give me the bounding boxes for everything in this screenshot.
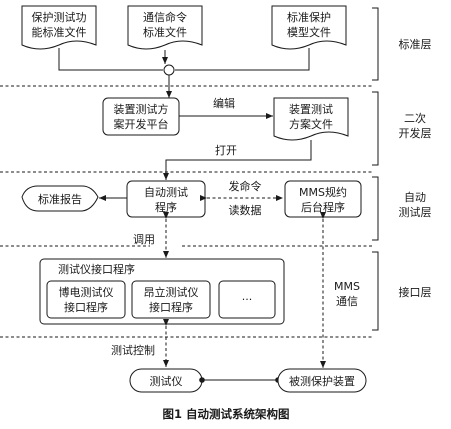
doc-protection-model-standard: 标准保护 模型文件 xyxy=(271,5,347,50)
layer-secondary-line1: 二次 xyxy=(404,111,426,125)
mms-comm-line1: MMS xyxy=(334,280,360,293)
plan-file-line1: 装置测试 xyxy=(289,103,333,116)
std-report-label: 标准报告 xyxy=(38,192,82,206)
doc-protection-standard: 保护测试功 能标准文件 xyxy=(21,5,97,50)
edge-call-label: 调用 xyxy=(133,233,155,246)
angli-line1: 昂立测试仪 xyxy=(144,285,199,299)
node-more-interfaces: ··· xyxy=(218,280,276,319)
bochen-line2: 接口程序 xyxy=(64,300,108,314)
layer-secondary-dev: 二次 开发层 xyxy=(372,91,432,166)
doc-protection-standard-line1: 保护测试功 xyxy=(32,10,87,24)
plan-platform-line2: 案开发平台 xyxy=(114,117,169,131)
plan-file-line2: 方案文件 xyxy=(289,117,333,131)
mms-backend-line2: 后台程序 xyxy=(301,200,345,214)
mms-comm-line2: 通信 xyxy=(336,295,358,308)
edge-open xyxy=(163,140,312,180)
more-label: ··· xyxy=(242,293,253,306)
edge-edit-label: 编辑 xyxy=(213,96,235,110)
edge-read-data-label: 读数据 xyxy=(229,203,262,217)
node-mms-backend: MMS规约 后台程序 xyxy=(284,180,362,218)
layer-standard-label: 标准层 xyxy=(399,37,432,51)
layer-interface-label: 接口层 xyxy=(399,286,432,299)
edge-test-control-label: 测试控制 xyxy=(111,343,155,357)
layer-secondary-line2: 开发层 xyxy=(399,126,432,140)
doc-comm-command-standard: 通信命令 标准文件 xyxy=(127,5,203,50)
figure-caption: 图1 自动测试系统架构图 xyxy=(162,407,289,421)
plan-platform-line1: 装置测试方 xyxy=(114,102,169,116)
node-device-under-test: 被测保护装置 xyxy=(277,368,367,393)
edge-open-label: 打开 xyxy=(215,143,237,157)
doc-protection-standard-line2: 能标准文件 xyxy=(32,25,87,39)
auto-test-line1: 自动测试 xyxy=(144,186,188,199)
standard-merge-lines xyxy=(58,48,310,98)
doc-comm-standard-line2: 标准文件 xyxy=(143,25,187,39)
doc-comm-standard-line1: 通信命令 xyxy=(143,10,187,24)
doc-model-standard-line1: 标准保护 xyxy=(287,10,331,24)
layer-auto-line2: 测试层 xyxy=(399,206,432,219)
layer-interface: 接口层 xyxy=(372,251,432,331)
node-plan-dev-platform: 装置测试方 案开发平台 xyxy=(102,97,180,136)
layer-auto-line1: 自动 xyxy=(404,191,426,204)
node-bochen-interface: 博电测试仪 接口程序 xyxy=(46,280,126,319)
node-auto-test-program: 自动测试 程序 xyxy=(126,180,206,218)
tester-label: 测试仪 xyxy=(150,375,183,388)
merge-junction xyxy=(163,64,175,76)
layer-auto-test: 自动 测试层 xyxy=(372,176,432,241)
auto-test-line2: 程序 xyxy=(155,200,177,214)
bochen-line1: 博电测试仪 xyxy=(59,286,114,299)
node-angli-interface: 昂立测试仪 接口程序 xyxy=(131,280,211,319)
interface-group-title: 测试仪接口程序 xyxy=(58,262,135,276)
layer-standard: 标准层 xyxy=(372,7,432,81)
edge-send-cmd-label: 发命令 xyxy=(229,179,262,193)
doc-standard-report: 标准报告 xyxy=(21,185,99,212)
angli-line2: 接口程序 xyxy=(149,300,193,314)
doc-model-standard-line2: 模型文件 xyxy=(287,25,331,39)
doc-plan-file: 装置测试 方案文件 xyxy=(273,97,349,141)
mms-backend-line1: MMS规约 xyxy=(299,185,347,199)
node-tester: 测试仪 xyxy=(129,368,203,393)
dut-label: 被测保护装置 xyxy=(289,374,355,388)
